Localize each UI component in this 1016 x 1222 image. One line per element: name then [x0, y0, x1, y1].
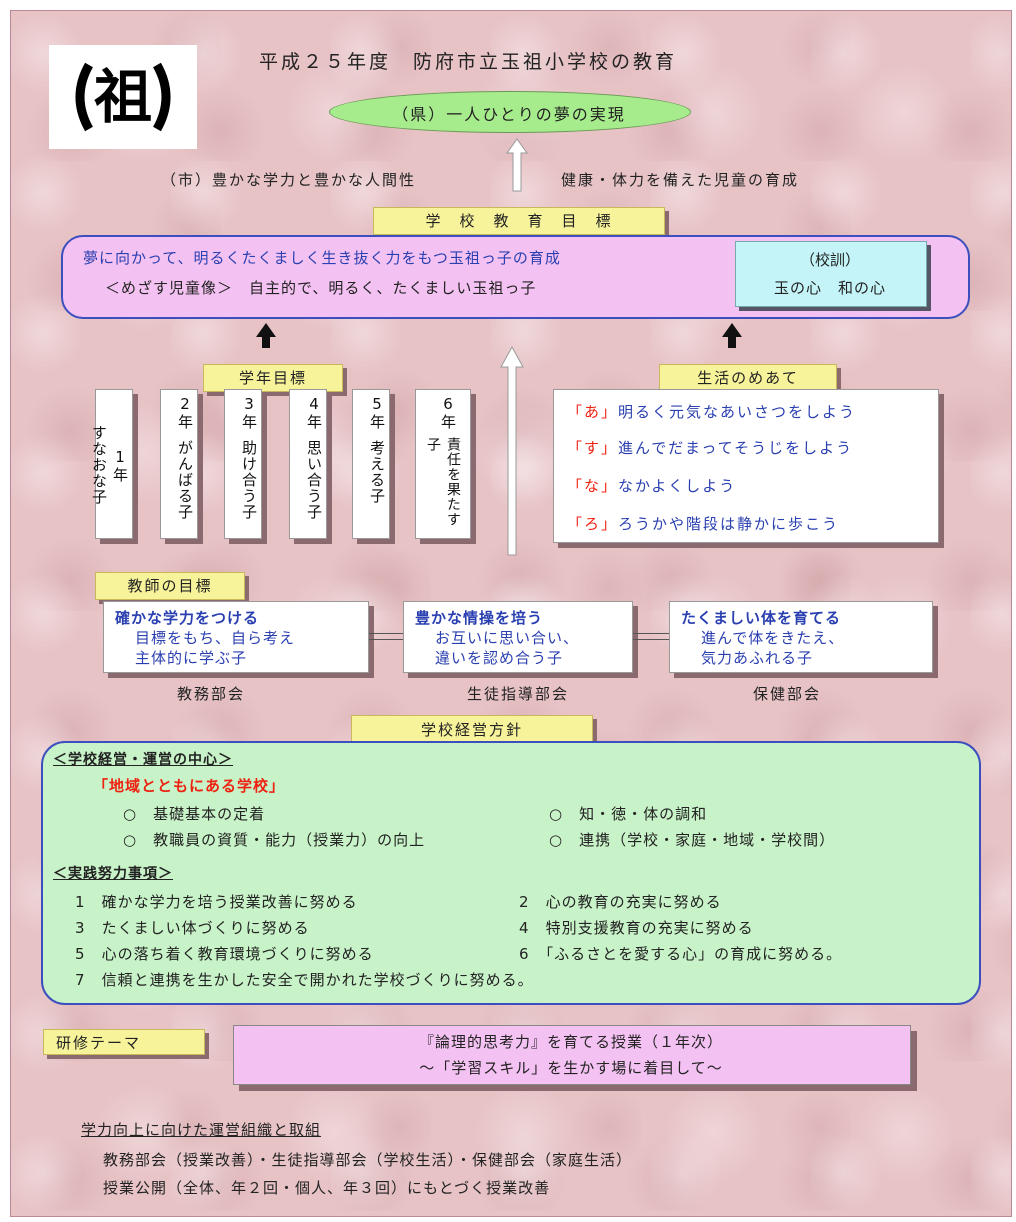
research-box	[233, 1025, 911, 1085]
life-goal-3: 「な」なかよくしよう	[567, 477, 737, 495]
policy-center-item-3: ○ 教職員の資質・能力（授業力）の向上	[123, 831, 426, 849]
teacher-goal-card-2	[403, 601, 633, 673]
research-label: 研修テーマ	[43, 1029, 205, 1055]
policy-practice-heading: ＜実践努力事項＞	[53, 866, 173, 882]
dept-2: 生徒指導部会	[467, 685, 570, 703]
grade-6-goal: 責任を果たす子	[425, 437, 461, 527]
practice-item-2: 2 心の教育の充実に努める	[519, 893, 722, 911]
life-goal-2: 「す」進んでだまってそうじをしよう	[567, 439, 854, 457]
practice-item-1: 1 確かな学力を培う授業改善に努める	[75, 893, 358, 911]
policy-center-item-2: ○ 知・徳・体の調和	[549, 805, 708, 823]
teacher-goal-title-2: 豊かな情操を培う	[415, 609, 544, 627]
grade-goals-label: 学年目標	[203, 364, 343, 392]
grade-card-6	[415, 389, 471, 539]
school-logo: 祖	[49, 45, 197, 149]
teacher-goal-line2-2: 違いを認め合う子	[435, 649, 564, 667]
school-goal-ideal: ＜めざす児童像＞ 自主的で、明るく、たくましい玉祖っ子	[105, 279, 537, 297]
teacher-goal-line2-1: 主体的に学ぶ子	[135, 649, 248, 667]
dept-1: 教務部会	[177, 685, 246, 703]
policy-center-item-1: ○ 基礎基本の定着	[123, 805, 266, 823]
grade-text-1: 1年すなおな子	[90, 425, 129, 505]
motto-title: （校訓）	[799, 251, 860, 269]
research-line1: 『論理的思考力』を育てる授業（１年次）	[418, 1033, 723, 1051]
school-goal-main: 夢に向かって、明るくたくましく生き抜く力をもつ玉祖っ子の育成	[83, 249, 561, 267]
motto-text: 玉の心 和の心	[773, 279, 886, 297]
grade-card-3	[224, 389, 262, 539]
policy-box	[41, 741, 981, 1005]
grade-card-1	[95, 389, 133, 539]
life-goals-label: 生活のめあて	[659, 364, 837, 392]
practice-item-4: 4 特別支援教育の充実に努める	[519, 919, 754, 937]
teacher-goal-card-3	[669, 601, 933, 673]
grade-card-5	[352, 389, 390, 539]
teacher-goal-line1-1: 目標をもち、自ら考え	[135, 629, 296, 647]
grade-text-3: 3年助け合う子	[240, 395, 258, 520]
city-goal-left: （市）豊かな学力と豊かな人間性	[161, 171, 417, 189]
research-line2: ～「学習スキル」を生かす場に着目して～	[419, 1059, 723, 1077]
poster: 祖 平成２５年度 防府市立玉祖小学校の教育 （県）一人ひとりの夢の実現 （市）豊…	[10, 10, 1012, 1217]
up-arrow-left	[256, 323, 276, 337]
practice-item-3: 3 たくましい体づくりに努める	[75, 919, 310, 937]
policy-center-heading: ＜学校経営・運営の中心＞	[53, 752, 233, 768]
grade-text-4: 4年思い合う子	[305, 395, 323, 520]
policy-center-item-4: ○ 連携（学校・家庭・地域・学校間）	[549, 831, 836, 849]
pref-goal-ellipse	[329, 91, 691, 133]
org-line2: 授業公開（全体、年２回・個人、年３回）にもとづく授業改善	[103, 1179, 551, 1197]
teacher-goals-label: 教師の目標	[95, 572, 245, 600]
life-goal-4: 「ろ」ろうかや階段は静かに歩こう	[567, 515, 840, 533]
logo-glyph: 祖	[93, 63, 152, 131]
teacher-goal-line2-3: 気力あふれる子	[701, 649, 814, 667]
teacher-goal-line1-3: 進んで体をきたえ、	[701, 629, 845, 647]
center-up-arrow	[500, 345, 524, 556]
life-goals-box	[553, 389, 939, 543]
teacher-goal-line1-2: お互いに思い合い、	[435, 629, 580, 647]
connector-2	[633, 633, 669, 640]
grade-card-2	[160, 389, 198, 539]
policy-center-slogan: 「地域とともにある学校」	[93, 777, 286, 795]
grade-text-6: 6年 責任を果たす子	[415, 395, 469, 535]
life-goal-1: 「あ」明るく元気なあいさつをしよう	[567, 403, 857, 421]
city-goal-right: 健康・体力を備えた児童の育成	[561, 171, 800, 189]
grade-card-4	[289, 389, 327, 539]
grade-text-5: 5年考える子	[368, 395, 386, 504]
up-arrow-right	[722, 323, 742, 337]
practice-item-5: 5 心の落ち着く教育環境づくりに努める	[75, 945, 374, 963]
practice-item-7: 7 信頼と連携を生かした安全で開かれた学校づくりに努める。	[75, 971, 534, 989]
practice-item-6: 6 「ふるさとを愛する心」の育成に努める。	[519, 945, 843, 963]
pref-goal: （県）一人ひとりの夢の実現	[392, 105, 626, 124]
city-up-arrow	[506, 138, 528, 192]
school-goal-label: 学 校 教 育 目 標	[373, 207, 665, 235]
teacher-goal-card-1	[103, 601, 369, 673]
grade-text-2: 2年がんばる子	[176, 395, 194, 520]
org-heading: 学力向上に向けた運営組織と取組	[81, 1121, 322, 1139]
page-title: 平成２５年度 防府市立玉祖小学校の教育	[259, 51, 678, 73]
motto-box	[735, 241, 927, 307]
teacher-goal-title-3: たくましい体を育てる	[681, 609, 842, 627]
dept-3: 保健部会	[753, 685, 822, 703]
teacher-goal-title-1: 確かな学力をつける	[115, 609, 260, 627]
connector-1	[369, 633, 403, 640]
org-line1: 教務部会（授業改善）・生徒指導部会（学校生活）・保健部会（家庭生活）	[103, 1151, 633, 1169]
